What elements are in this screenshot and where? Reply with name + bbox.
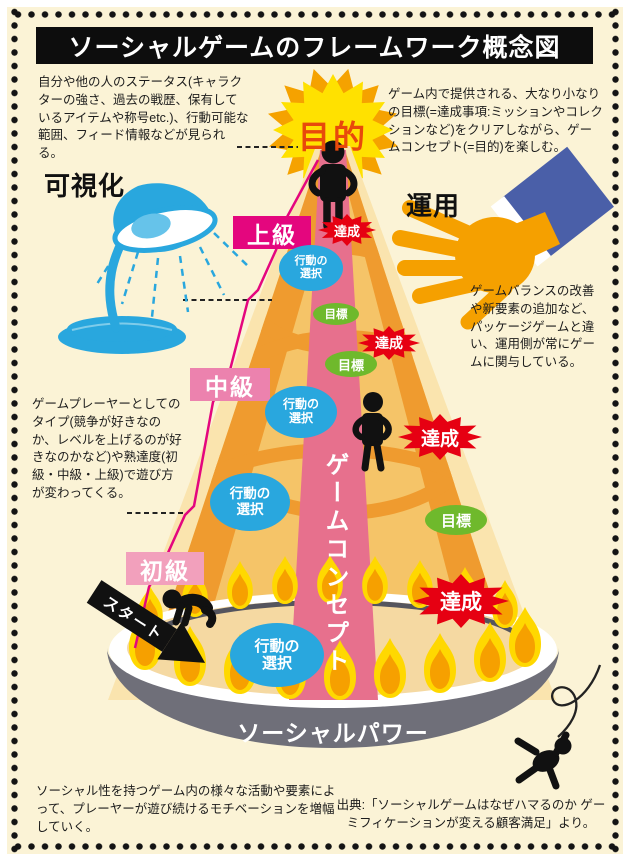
action-choice-label: 行動の選択 <box>282 397 319 425</box>
fall-line <box>551 664 602 738</box>
goal-badge-1: 目標 <box>313 303 359 325</box>
operation-label: 運用 <box>406 191 461 221</box>
level-intermediate-label: 中級 <box>205 373 255 400</box>
desk-lamp-icon <box>58 183 251 354</box>
achievement-label: 達成 <box>333 223 360 239</box>
goal-badge-2: 目標 <box>325 351 377 377</box>
annotation-bottom-left: ソーシャル性を持つゲーム内の様々な活動や要素によって、プレーヤーが遊び続けるモチ… <box>36 784 336 834</box>
player-figure-crawling <box>162 589 217 628</box>
lamp-rays <box>95 232 251 318</box>
page-title: ソーシャルゲームのフレームワーク概念図 <box>68 33 561 62</box>
social-power-label: ソーシャルパワー <box>237 720 429 746</box>
annotation-mid-left: ゲームプレーヤーとしてのタイプ(競争が好きなのか、レベルを上げるのが好きなのかな… <box>32 397 182 500</box>
annotation-top-left: 自分や他の人のステータス(キャラクターの強さ、過去の戦歴、保有しているアイテムや… <box>38 75 249 160</box>
achievement-label: 達成 <box>420 428 459 450</box>
level-badge-advanced: 上級 <box>233 216 311 249</box>
title-bar: ソーシャルゲームのフレームワーク概念図 <box>36 27 593 64</box>
visualization-label: 可視化 <box>44 171 126 201</box>
action-choice-badge-4: 行動の選択 <box>230 623 324 687</box>
action-choice-label: 行動の選択 <box>294 255 328 280</box>
goal-label: 目標 <box>337 357 364 373</box>
action-choice-badge-2: 行動の選択 <box>265 386 337 438</box>
player-figure-falling <box>514 664 602 790</box>
action-choice-label: 行動の選択 <box>229 486 271 517</box>
achievement-label: 達成 <box>440 591 482 614</box>
operator-hand-icon <box>392 146 614 330</box>
level-badge-intermediate: 中級 <box>190 368 270 401</box>
goal-label: 目標 <box>440 512 471 530</box>
annotation-mid-right: ゲームバランスの改善や新要素の追加など、パッケージゲームと違い、運用側が常にゲー… <box>470 284 596 369</box>
action-choice-badge-1: 行動の選択 <box>279 245 343 291</box>
level-beginner-label: 初級 <box>140 557 190 584</box>
action-choice-badge-3: 行動の選択 <box>210 473 290 531</box>
annotation-top-right: ゲーム内で提供される、大なり小なりの目標(=達成事項:ミッションやコレクションな… <box>388 87 603 155</box>
source-note: 出典:「ソーシャルゲームはなぜハマるのか ゲーミフィケーションが変える顧客満足」… <box>336 798 606 830</box>
game-concept-band <box>289 150 378 700</box>
level-advanced-label: 上級 <box>247 221 297 248</box>
purpose-label: 目的 <box>297 119 368 155</box>
game-concept-label: ゲームコンセプト <box>321 452 348 676</box>
level-divider-lines <box>127 146 298 514</box>
achievement-label: 達成 <box>375 335 403 351</box>
player-figure-mid <box>352 392 392 472</box>
goal-badge-3: 目標 <box>425 505 487 535</box>
level-badge-beginner: 初級 <box>126 552 204 585</box>
goal-label: 目標 <box>324 309 348 321</box>
action-choice-label: 行動の選択 <box>254 637 300 672</box>
